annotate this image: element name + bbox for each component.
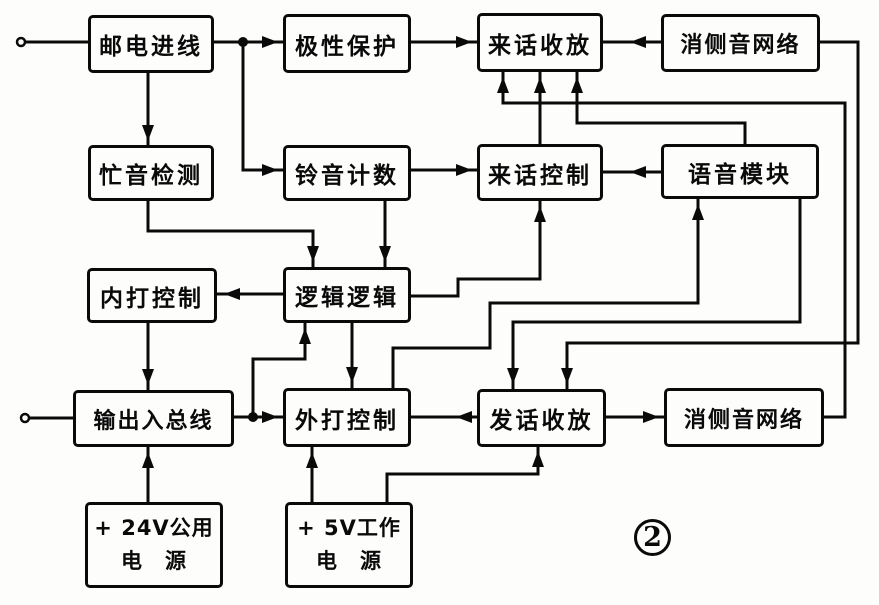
arrowhead bbox=[643, 411, 659, 423]
node-label: 电 源 bbox=[121, 549, 187, 573]
arrowhead bbox=[307, 246, 319, 262]
node-incoming-call-control: 来话控制 bbox=[477, 144, 603, 201]
figure-number: 2 bbox=[643, 522, 662, 553]
arrowhead bbox=[561, 368, 573, 384]
connector bbox=[391, 197, 700, 390]
arrowhead bbox=[630, 36, 646, 48]
node-label: 铃音计数 bbox=[295, 163, 399, 189]
line-terminal-icon bbox=[15, 36, 27, 48]
node-label: 消侧音网络 bbox=[683, 407, 804, 433]
node-polarity-protection: 极性保护 bbox=[283, 14, 411, 73]
arrowhead bbox=[306, 452, 318, 468]
node-label: 忙音检测 bbox=[99, 163, 203, 189]
node-label: 来话控制 bbox=[488, 162, 592, 189]
connector bbox=[146, 199, 315, 269]
node-external-call-control: 外打控制 bbox=[283, 388, 411, 447]
arrowhead bbox=[456, 411, 472, 423]
connector bbox=[385, 445, 540, 504]
arrowhead bbox=[692, 204, 704, 220]
node-logic-control: 逻辑逻辑 bbox=[283, 267, 411, 323]
node-outgoing-call-transceiver: 发话收放 bbox=[477, 389, 606, 447]
junction-dot bbox=[248, 412, 258, 422]
node-ring-tone-counting: 铃音计数 bbox=[283, 145, 411, 201]
node-label: 语音模块 bbox=[688, 161, 792, 188]
node-sidetone-cancel-network-top: 消侧音网络 bbox=[661, 14, 820, 72]
node-label: + 24V公用 bbox=[94, 516, 214, 541]
node-postal-line-in: 邮电进线 bbox=[88, 15, 214, 73]
arrowhead bbox=[262, 411, 278, 423]
node-voice-module: 语音模块 bbox=[661, 144, 819, 199]
node-label: 极性保护 bbox=[295, 33, 399, 60]
node-busy-tone-detection: 忙音检测 bbox=[88, 145, 214, 201]
line-terminal-icon bbox=[19, 412, 31, 424]
node-label: 电 源 bbox=[316, 549, 382, 573]
arrowhead bbox=[346, 367, 358, 383]
node-power-24v: + 24V公用 电 源 bbox=[85, 502, 223, 588]
arrowhead bbox=[497, 77, 509, 93]
arrowhead bbox=[224, 288, 240, 300]
node-sidetone-cancel-network-bottom: 消侧音网络 bbox=[664, 388, 824, 447]
node-label: 邮电进线 bbox=[99, 34, 203, 60]
arrowhead bbox=[534, 77, 546, 93]
node-label: + 5V工作 bbox=[297, 516, 401, 541]
junction-dot bbox=[238, 37, 248, 47]
arrowhead bbox=[262, 36, 278, 48]
figure-number-badge: 2 bbox=[634, 519, 671, 556]
node-incoming-call-transceiver: 来话收放 bbox=[477, 13, 603, 72]
arrowhead bbox=[532, 451, 544, 467]
connector bbox=[565, 40, 860, 391]
connector bbox=[241, 40, 285, 172]
connector bbox=[408, 199, 542, 298]
arrowhead bbox=[456, 164, 472, 176]
node-label: 消侧音网络 bbox=[680, 33, 801, 58]
arrowhead bbox=[262, 164, 278, 176]
arrowhead bbox=[534, 206, 546, 222]
node-label: 输出入总线 bbox=[93, 408, 214, 434]
node-label: 逻辑逻辑 bbox=[295, 285, 399, 311]
connector bbox=[511, 197, 802, 391]
node-label: 来话收放 bbox=[488, 32, 592, 59]
node-internal-call-control: 内打控制 bbox=[87, 268, 217, 323]
arrowhead bbox=[630, 166, 646, 178]
arrowhead bbox=[507, 368, 519, 384]
arrowhead bbox=[142, 125, 154, 141]
arrowhead bbox=[142, 369, 154, 385]
connector bbox=[575, 70, 747, 146]
arrowhead bbox=[379, 246, 391, 262]
node-label: 内打控制 bbox=[100, 285, 204, 312]
arrowhead bbox=[142, 452, 154, 468]
node-label: 外打控制 bbox=[295, 407, 399, 434]
node-label: 发话收放 bbox=[489, 408, 594, 434]
node-power-5v: + 5V工作 电 源 bbox=[285, 502, 413, 588]
arrowhead bbox=[299, 328, 311, 344]
node-io-bus: 输出入总线 bbox=[73, 390, 234, 447]
arrowhead bbox=[571, 77, 583, 93]
arrowhead bbox=[456, 36, 472, 48]
